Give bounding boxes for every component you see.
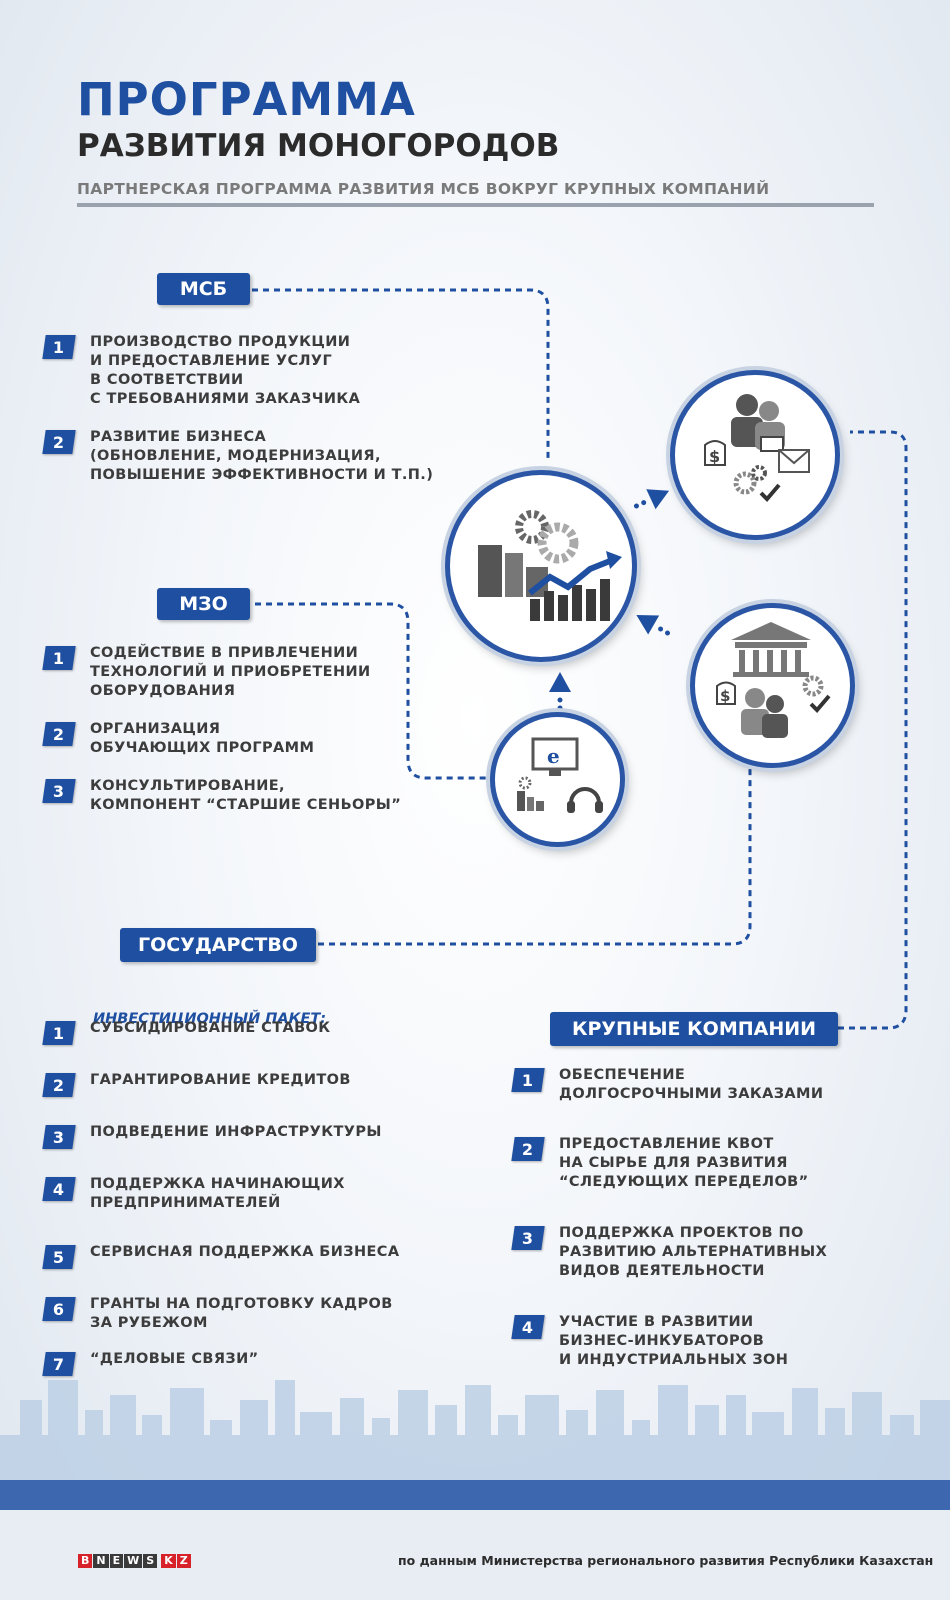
logo-letter: Z: [176, 1554, 191, 1568]
state-item-3: 3 ПОДВЕДЕНИЕ ИНФРАСТРУКТУРЫ: [42, 1123, 382, 1149]
state-item-4: 4 ПОДДЕРЖКА НАЧИНАЮЩИХ ПРЕДПРИНИМАТЕЛЕЙ: [42, 1175, 345, 1213]
number-badge: 3: [511, 1226, 545, 1250]
logo-letter: S: [143, 1554, 158, 1568]
msb-item-2: 2 РАЗВИТИЕ БИЗНЕСА (ОБНОВЛЕНИЕ, МОДЕРНИЗ…: [42, 428, 434, 485]
title-divider: [77, 203, 874, 207]
mzo-item-text: КОНСУЛЬТИРОВАНИЕ, КОМПОНЕНТ “СТАРШИЕ СЕН…: [90, 778, 402, 813]
arrow-from-bottom: [549, 672, 571, 711]
connector-lines: [252, 288, 908, 1030]
footer: [0, 1510, 950, 1600]
state-item-5: 5 СЕРВИСНАЯ ПОДДЕРЖКА БИЗНЕСА: [42, 1243, 400, 1269]
svg-text:$: $: [720, 687, 730, 705]
msb-item-text: РАЗВИТИЕ БИЗНЕСА (ОБНОВЛЕНИЕ, МОДЕРНИЗАЦ…: [90, 429, 434, 483]
msb-item-text: ПРОИЗВОДСТВО ПРОДУКЦИИ И ПРЕДОСТАВЛЕНИЕ …: [90, 334, 361, 407]
state-item-text: СЕРВИСНАЯ ПОДДЕРЖКА БИЗНЕСА: [90, 1244, 400, 1260]
page-title: ПРОГРАММА: [77, 73, 416, 126]
government-building-icon: $: [716, 622, 831, 738]
bnews-logo: B N E W S K Z: [78, 1554, 192, 1568]
state-item-text: ПОДДЕРЖКА НАЧИНАЮЩИХ ПРЕДПРИНИМАТЕЛЕЙ: [90, 1176, 345, 1211]
state-item-text: ГАРАНТИРОВАНИЕ КРЕДИТОВ: [90, 1072, 351, 1088]
number-badge: 2: [42, 1073, 76, 1097]
number-badge: 2: [511, 1137, 545, 1161]
center-circle: [445, 470, 637, 662]
number-badge: 3: [42, 1125, 76, 1149]
mzo-item-text: ОРГАНИЗАЦИЯ ОБУЧАЮЩИХ ПРОГРАММ: [90, 721, 315, 756]
number-badge: 4: [42, 1177, 76, 1201]
mzo-item-2: 2 ОРГАНИЗАЦИЯ ОБУЧАЮЩИХ ПРОГРАММ: [42, 720, 315, 758]
number-badge: 5: [42, 1245, 76, 1269]
companies-label: КРУПНЫЕ КОМПАНИИ: [550, 1012, 838, 1046]
svg-text:e: e: [547, 744, 560, 768]
number-badge: 6: [42, 1297, 76, 1321]
state-item-text: “ДЕЛОВЫЕ СВЯЗИ”: [90, 1351, 259, 1367]
companies-item-text: ОБЕСПЕЧЕНИЕ ДОЛГОСРОЧНЫМИ ЗАКАЗАМИ: [559, 1067, 824, 1102]
companies-circle: $: [670, 370, 840, 540]
number-badge: 1: [511, 1068, 545, 1092]
number-badge: 2: [42, 430, 76, 454]
training-consulting-icon: e: [517, 737, 603, 813]
companies-item-text: УЧАСТИЕ В РАЗВИТИИ БИЗНЕС-ИНКУБАТОРОВ И …: [559, 1314, 789, 1368]
companies-item-1: 1 ОБЕСПЕЧЕНИЕ ДОЛГОСРОЧНЫМИ ЗАКАЗАМИ: [511, 1066, 824, 1104]
page-title-line2: РАЗВИТИЯ МОНОГОРОДОВ: [77, 128, 560, 164]
logo-letter: E: [109, 1554, 124, 1568]
source-note: по данным Министерства регионального раз…: [398, 1553, 934, 1568]
number-badge: 1: [42, 335, 76, 359]
mzo-circle: e: [490, 712, 625, 847]
investment-package-title: ИНВЕСТИЦИОННЫЙ ПАКЕТ:: [93, 1011, 327, 1027]
state-item-1: 1 СУБСИДИРОВАНИЕ СТАВОК: [42, 1019, 331, 1045]
mzo-label: МЗО: [157, 588, 250, 620]
logo-letter: N: [93, 1554, 109, 1568]
logo-letter: B: [78, 1554, 93, 1568]
mzo-item-1: 1 СОДЕЙСТВИЕ В ПРИВЛЕЧЕНИИ ТЕХНОЛОГИЙ И …: [42, 644, 371, 701]
skyline-band: [0, 1480, 950, 1510]
state-item-2: 2 ГАРАНТИРОВАНИЕ КРЕДИТОВ: [42, 1071, 351, 1097]
state-label: ГОСУДАРСТВО: [120, 928, 316, 962]
logo-letter: K: [161, 1554, 176, 1568]
state-item-6: 6 ГРАНТЫ НА ПОДГОТОВКУ КАДРОВ ЗА РУБЕЖОМ: [42, 1295, 393, 1333]
factory-growth-icon: [478, 510, 622, 621]
companies-item-text: ПОДДЕРЖКА ПРОЕКТОВ ПО РАЗВИТИЮ АЛЬТЕРНАТ…: [559, 1225, 828, 1279]
number-badge: 4: [511, 1315, 545, 1339]
number-badge: 1: [42, 1021, 76, 1045]
msb-label: МСБ: [157, 273, 250, 305]
arrow-from-bottom-right: [636, 615, 671, 636]
arrow-from-top-right: [633, 489, 670, 510]
companies-item-text: ПРЕДОСТАВЛЕНИЕ КВОТ НА СЫРЬЕ ДЛЯ РАЗВИТИ…: [559, 1136, 809, 1190]
number-badge: 1: [42, 646, 76, 670]
number-badge: 7: [42, 1352, 76, 1376]
number-badge: 3: [42, 779, 76, 803]
companies-item-4: 4 УЧАСТИЕ В РАЗВИТИИ БИЗНЕС-ИНКУБАТОРОВ …: [511, 1313, 789, 1370]
government-circle: $: [690, 603, 855, 768]
state-item-text: ГРАНТЫ НА ПОДГОТОВКУ КАДРОВ ЗА РУБЕЖОМ: [90, 1296, 393, 1331]
state-item-text: ПОДВЕДЕНИЕ ИНФРАСТРУКТУРЫ: [90, 1124, 382, 1140]
logo-letter: W: [124, 1554, 143, 1568]
svg-text:$: $: [709, 447, 720, 466]
business-people-icon: $: [704, 394, 810, 502]
mzo-item-text: СОДЕЙСТВИЕ В ПРИВЛЕЧЕНИИ ТЕХНОЛОГИЙ И ПР…: [90, 645, 371, 699]
state-item-7: 7 “ДЕЛОВЫЕ СВЯЗИ”: [42, 1350, 259, 1376]
companies-item-3: 3 ПОДДЕРЖКА ПРОЕКТОВ ПО РАЗВИТИЮ АЛЬТЕРН…: [511, 1224, 828, 1281]
page-subtitle: ПАРТНЕРСКАЯ ПРОГРАММА РАЗВИТИЯ МСБ ВОКРУ…: [77, 180, 770, 198]
state-item-text: СУБСИДИРОВАНИЕ СТАВОК: [90, 1020, 331, 1036]
companies-item-2: 2 ПРЕДОСТАВЛЕНИЕ КВОТ НА СЫРЬЕ ДЛЯ РАЗВИ…: [511, 1135, 809, 1192]
number-badge: 2: [42, 722, 76, 746]
msb-item-1: 1 ПРОИЗВОДСТВО ПРОДУКЦИИ И ПРЕДОСТАВЛЕНИ…: [42, 333, 361, 409]
mzo-item-3: 3 КОНСУЛЬТИРОВАНИЕ, КОМПОНЕНТ “СТАРШИЕ С…: [42, 777, 402, 815]
